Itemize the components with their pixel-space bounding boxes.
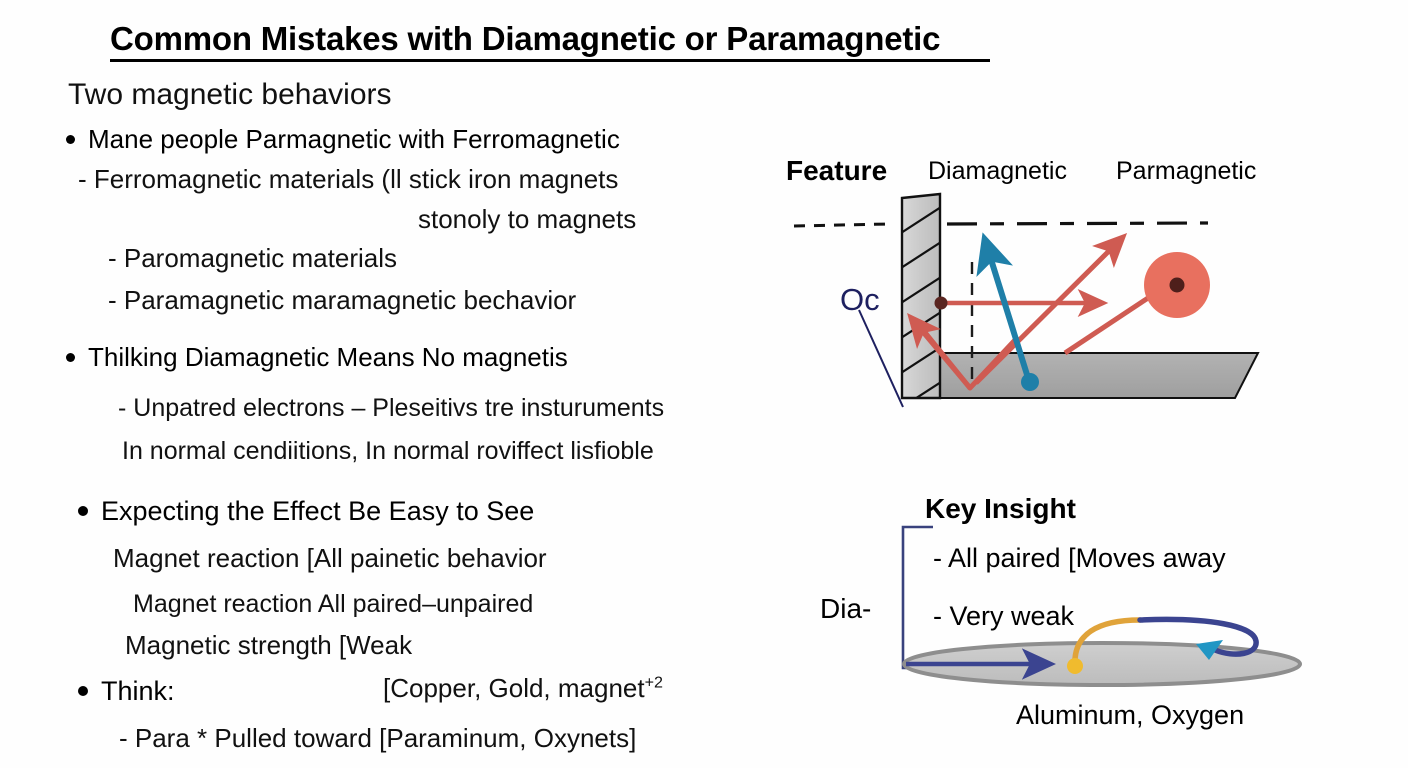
bullet-1-label: Mane people Parmagnetic with Ferromagnet… bbox=[88, 124, 620, 154]
bullet-4-value-superscript: +2 bbox=[644, 673, 663, 692]
bullet-3-sub-2: Magnet reaction All paired–unpaired bbox=[133, 590, 534, 618]
bullet-4-value: [Copper, Gold, magnet+2 bbox=[383, 673, 663, 704]
blue-arrow bbox=[976, 232, 1032, 382]
bullet-item-2: Thilking Diamagnetic Means No magnetis bbox=[66, 342, 568, 373]
floor-surface bbox=[901, 352, 1260, 399]
oc-leader-line bbox=[858, 309, 904, 408]
bullet-1-sub-3: - Paromagnetic materials bbox=[108, 243, 397, 273]
dashed-line-left bbox=[793, 222, 889, 228]
bullet-1-sub-1: - Ferromagnetic materials (ll stick iron… bbox=[78, 164, 619, 194]
magnetism-diagram bbox=[793, 192, 1260, 400]
bullet-2-sub-1: - Unpatred electrons – Pleseitivs tre in… bbox=[118, 394, 665, 422]
bullet-3-sub-3: Magnetic strength [Weak bbox=[125, 630, 413, 660]
navy-loop-curve bbox=[1137, 616, 1259, 657]
blue-arrow-endpoint-dot bbox=[1021, 373, 1039, 391]
bullet-1-sub-2: stonoly to magnets bbox=[418, 204, 637, 234]
bullet-dot-icon bbox=[66, 353, 75, 362]
origin-dot bbox=[934, 296, 948, 310]
bullet-dot-icon bbox=[78, 506, 88, 516]
bullet-3-label: Expecting the Effect Be Easy to See bbox=[101, 496, 535, 526]
bullet-2-sub-2: In normal cendiitions, In normal roviffe… bbox=[122, 437, 654, 465]
dashed-line-right bbox=[946, 221, 1209, 226]
bullet-4-value-text: [Copper, Gold, magnet bbox=[383, 673, 645, 703]
bullet-1-sub-4: - Paramagnetic maramagnetic bechavior bbox=[108, 285, 577, 315]
bullet-3-sub-1: Magnet reaction [All painetic behavior bbox=[113, 543, 547, 573]
bullet-4-label: Think: bbox=[101, 676, 175, 706]
subheading: Two magnetic behaviors bbox=[68, 78, 392, 111]
bullet-4-sub-1: - Para * Pulled toward [Paraminum, Oxyne… bbox=[119, 723, 637, 753]
gold-curve bbox=[1072, 617, 1143, 669]
page-title: Common Mistakes with Diamagnetic or Para… bbox=[110, 20, 990, 63]
red-line-to-sphere bbox=[1063, 295, 1150, 356]
bullet-item-3: Expecting the Effect Be Easy to See bbox=[78, 496, 534, 527]
diagram-header-row: Feature Diamagnetic Parmagnetic bbox=[786, 155, 1316, 191]
bullet-dot-icon bbox=[66, 135, 75, 144]
diagram-header-diamagnetic: Diamagnetic bbox=[928, 157, 1067, 185]
gold-curve-origin-dot bbox=[1067, 658, 1083, 674]
diagram-header-feature: Feature bbox=[786, 155, 888, 186]
bullet-dot-icon bbox=[78, 686, 88, 696]
diagram-header-paramagnetic: Parmagnetic bbox=[1116, 157, 1257, 185]
sphere-center-dot bbox=[1169, 277, 1185, 293]
key-insight-point-2: - Very weak bbox=[933, 601, 1075, 631]
red-diagonal-arrow bbox=[974, 233, 1128, 385]
key-insight-point-1: - All paired [Moves away bbox=[933, 543, 1226, 573]
key-insight-heading: Key Insight bbox=[925, 493, 1076, 524]
diamagnetic-levitation-graphic bbox=[902, 616, 1302, 687]
aluminum-oxygen-caption: Aluminum, Oxygen bbox=[1016, 700, 1245, 730]
bullet-item-4: Think: bbox=[78, 676, 175, 707]
bullet-2-label: Thilking Diamagnetic Means No magnetis bbox=[88, 342, 568, 372]
dia-group-label: Dia- bbox=[820, 593, 872, 624]
cyan-arrowhead-icon bbox=[1196, 640, 1223, 660]
bullet-item-1: Mane people Parmagnetic with Ferromagnet… bbox=[66, 124, 620, 155]
disc-shape bbox=[902, 641, 1302, 687]
red-bounce-arrow-to-wall bbox=[907, 312, 972, 390]
